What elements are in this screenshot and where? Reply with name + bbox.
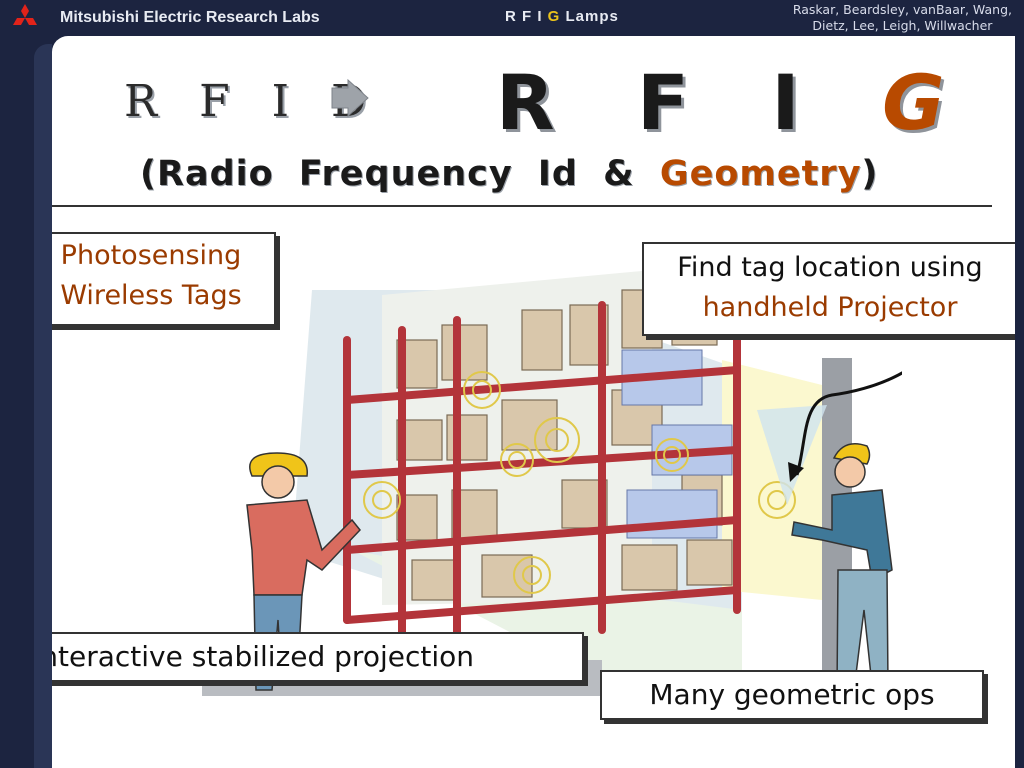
authors-line1: Raskar, Beardsley, vanBaar, Wang, (792, 2, 1012, 17)
photosensing-line1: Photosensing (60, 240, 242, 271)
right-arrow-icon (331, 78, 369, 118)
title-divider (52, 205, 992, 207)
mitsubishi-logo-icon (13, 4, 37, 25)
callout-photosensing-tags: Photosensing Wireless Tags (52, 232, 276, 326)
authors-line2: Dietz, Lee, Leigh, Willwacher (812, 18, 993, 33)
worker-right (791, 443, 893, 691)
callout-many-geometric-ops: Many geometric ops (600, 670, 984, 720)
callout-find-tag-location: Find tag location using handheld Project… (642, 242, 1015, 336)
rfig-title: R F I G (496, 58, 973, 147)
deck-title: R F I G Lamps (505, 8, 619, 25)
photosensing-line2: Wireless Tags (60, 280, 242, 311)
authors: Raskar, Beardsley, vanBaar, Wang, Dietz,… (793, 2, 1012, 34)
sidebar-strip (34, 44, 52, 768)
subtitle: (Radio Frequency Id & Geometry) (140, 154, 879, 194)
org-name: Mitsubishi Electric Research Labs (60, 9, 320, 26)
find-line2: handheld Projector (702, 292, 958, 323)
header-bar: Mitsubishi Electric Research Labs R F I … (0, 0, 1024, 36)
callout-interactive-projection: Interactive stabilized projection (52, 632, 584, 682)
rfid-label: R F I D (124, 76, 381, 127)
find-line1: Find tag location using (677, 252, 983, 283)
slide-canvas: R F I D R F I G (Radio Frequency Id & Ge… (52, 36, 1015, 768)
